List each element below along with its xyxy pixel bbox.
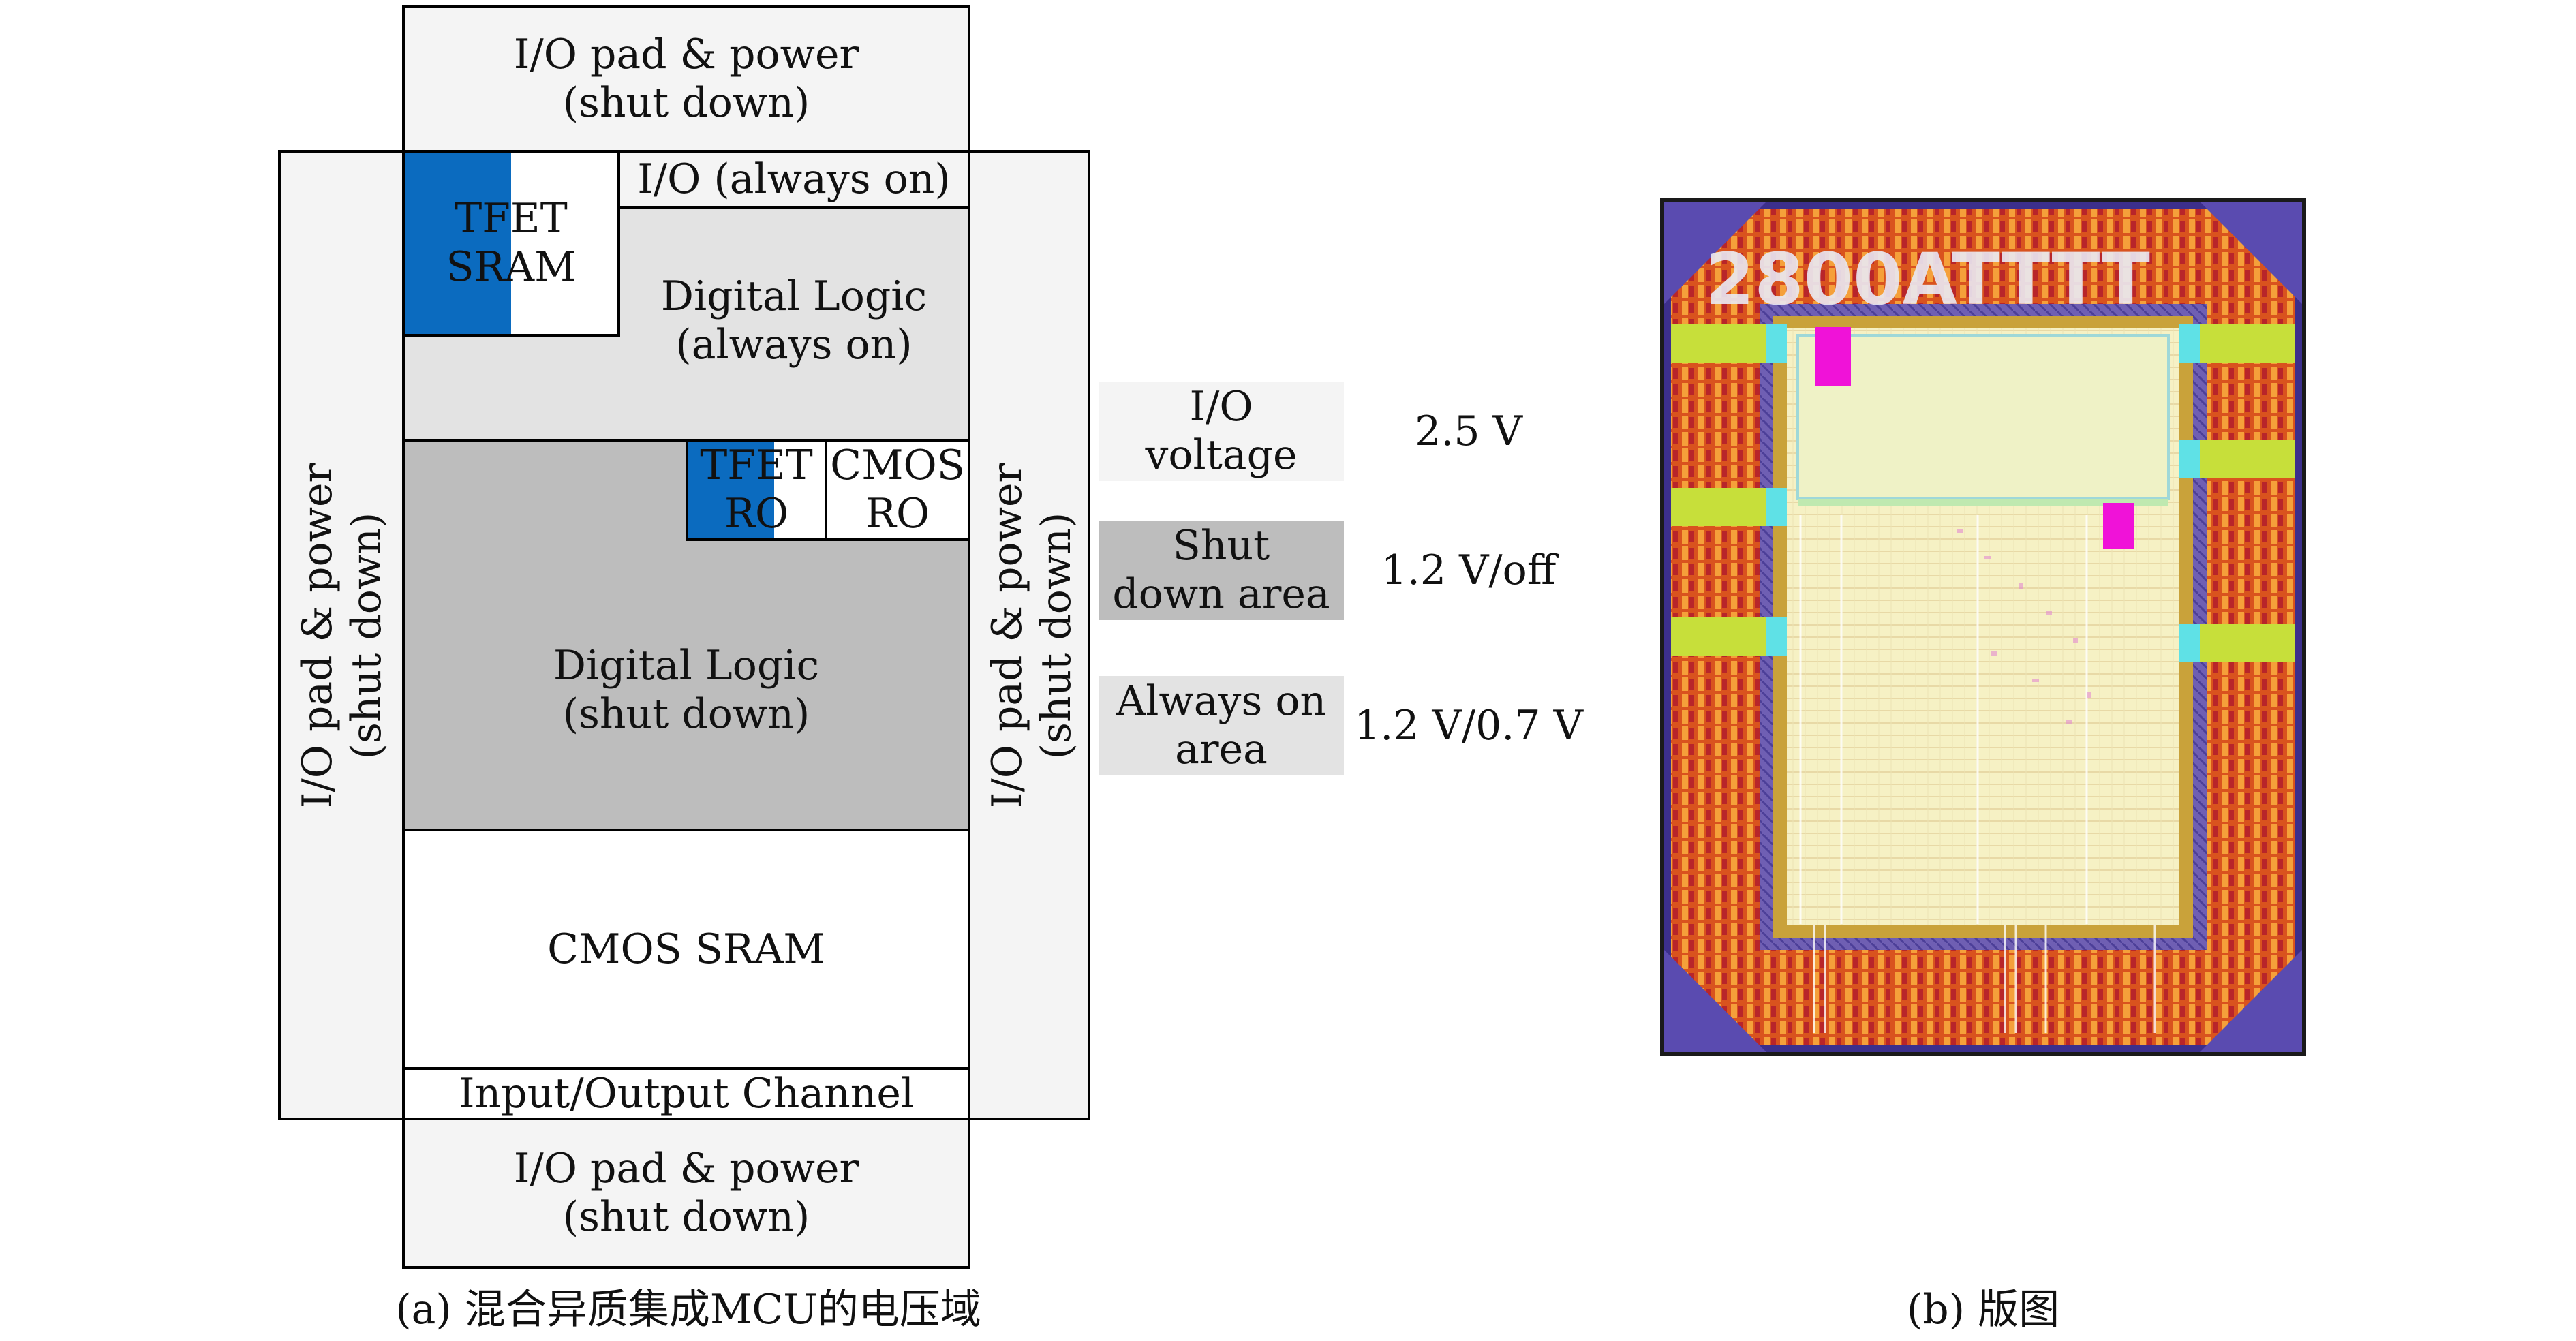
io-pad-bottom-label: I/O pad & power (shut down) <box>513 1145 859 1241</box>
io-channel-label: Input/Output Channel <box>458 1069 915 1118</box>
io-pad-right: I/O pad & power (shut down) <box>968 150 1090 1120</box>
io-channel: Input/Output Channel <box>402 1067 970 1120</box>
cmos-ro: CMOS RO <box>825 439 970 541</box>
tfet-ro-fill <box>688 442 774 538</box>
caption-a: (a) 混合异质集成MCU的电压域 <box>395 1285 981 1334</box>
io-pad-top-label: I/O pad & power (shut down) <box>513 31 859 127</box>
tfet-ro-label: TFET RO <box>700 442 813 538</box>
io-pad-right-label: I/O pad & power (shut down) <box>983 463 1080 809</box>
digital-logic-shut-down-label: Digital Logic (shut down) <box>553 642 820 738</box>
io-pad-top: I/O pad & power (shut down) <box>402 5 970 153</box>
legend-swatch-always-on: Always on area <box>1099 676 1344 775</box>
io-always-on-label: I/O (always on) <box>637 155 951 203</box>
cmos-sram-label: CMOS SRAM <box>547 925 825 973</box>
tfet-sram-fill <box>405 153 511 334</box>
io-pad-bottom: I/O pad & power (shut down) <box>402 1118 970 1269</box>
tfet-sram: TFET SRAM <box>402 150 620 337</box>
cmos-ro-label: CMOS RO <box>830 442 965 538</box>
legend-swatch-shut-down: Shut down area <box>1099 521 1344 620</box>
caption-b: (b) 版图 <box>1906 1285 2060 1334</box>
chip-logo-text: 2800ATTTT <box>1705 238 2150 321</box>
tfet-ro: TFET RO <box>686 439 827 541</box>
legend-value-io-voltage: 2.5 V <box>1415 407 1522 455</box>
chip-layout-svg: 2800ATTTT <box>1664 202 2302 1052</box>
io-pad-left: I/O pad & power (shut down) <box>278 150 405 1120</box>
chip-layout-image: 2800ATTTT <box>1660 198 2306 1056</box>
tfet-sram-label: TFET SRAM <box>446 195 577 291</box>
io-always-on: I/O (always on) <box>617 150 970 209</box>
legend-swatch-io-voltage: I/O voltage <box>1099 382 1344 481</box>
cmos-sram: CMOS SRAM <box>402 829 970 1070</box>
legend-value-shut-down: 1.2 V/off <box>1381 546 1557 594</box>
digital-logic-always-on-label: Digital Logic (always on) <box>660 273 927 369</box>
legend-value-always-on: 1.2 V/0.7 V <box>1354 701 1583 750</box>
io-pad-left-label: I/O pad & power (shut down) <box>294 463 390 809</box>
